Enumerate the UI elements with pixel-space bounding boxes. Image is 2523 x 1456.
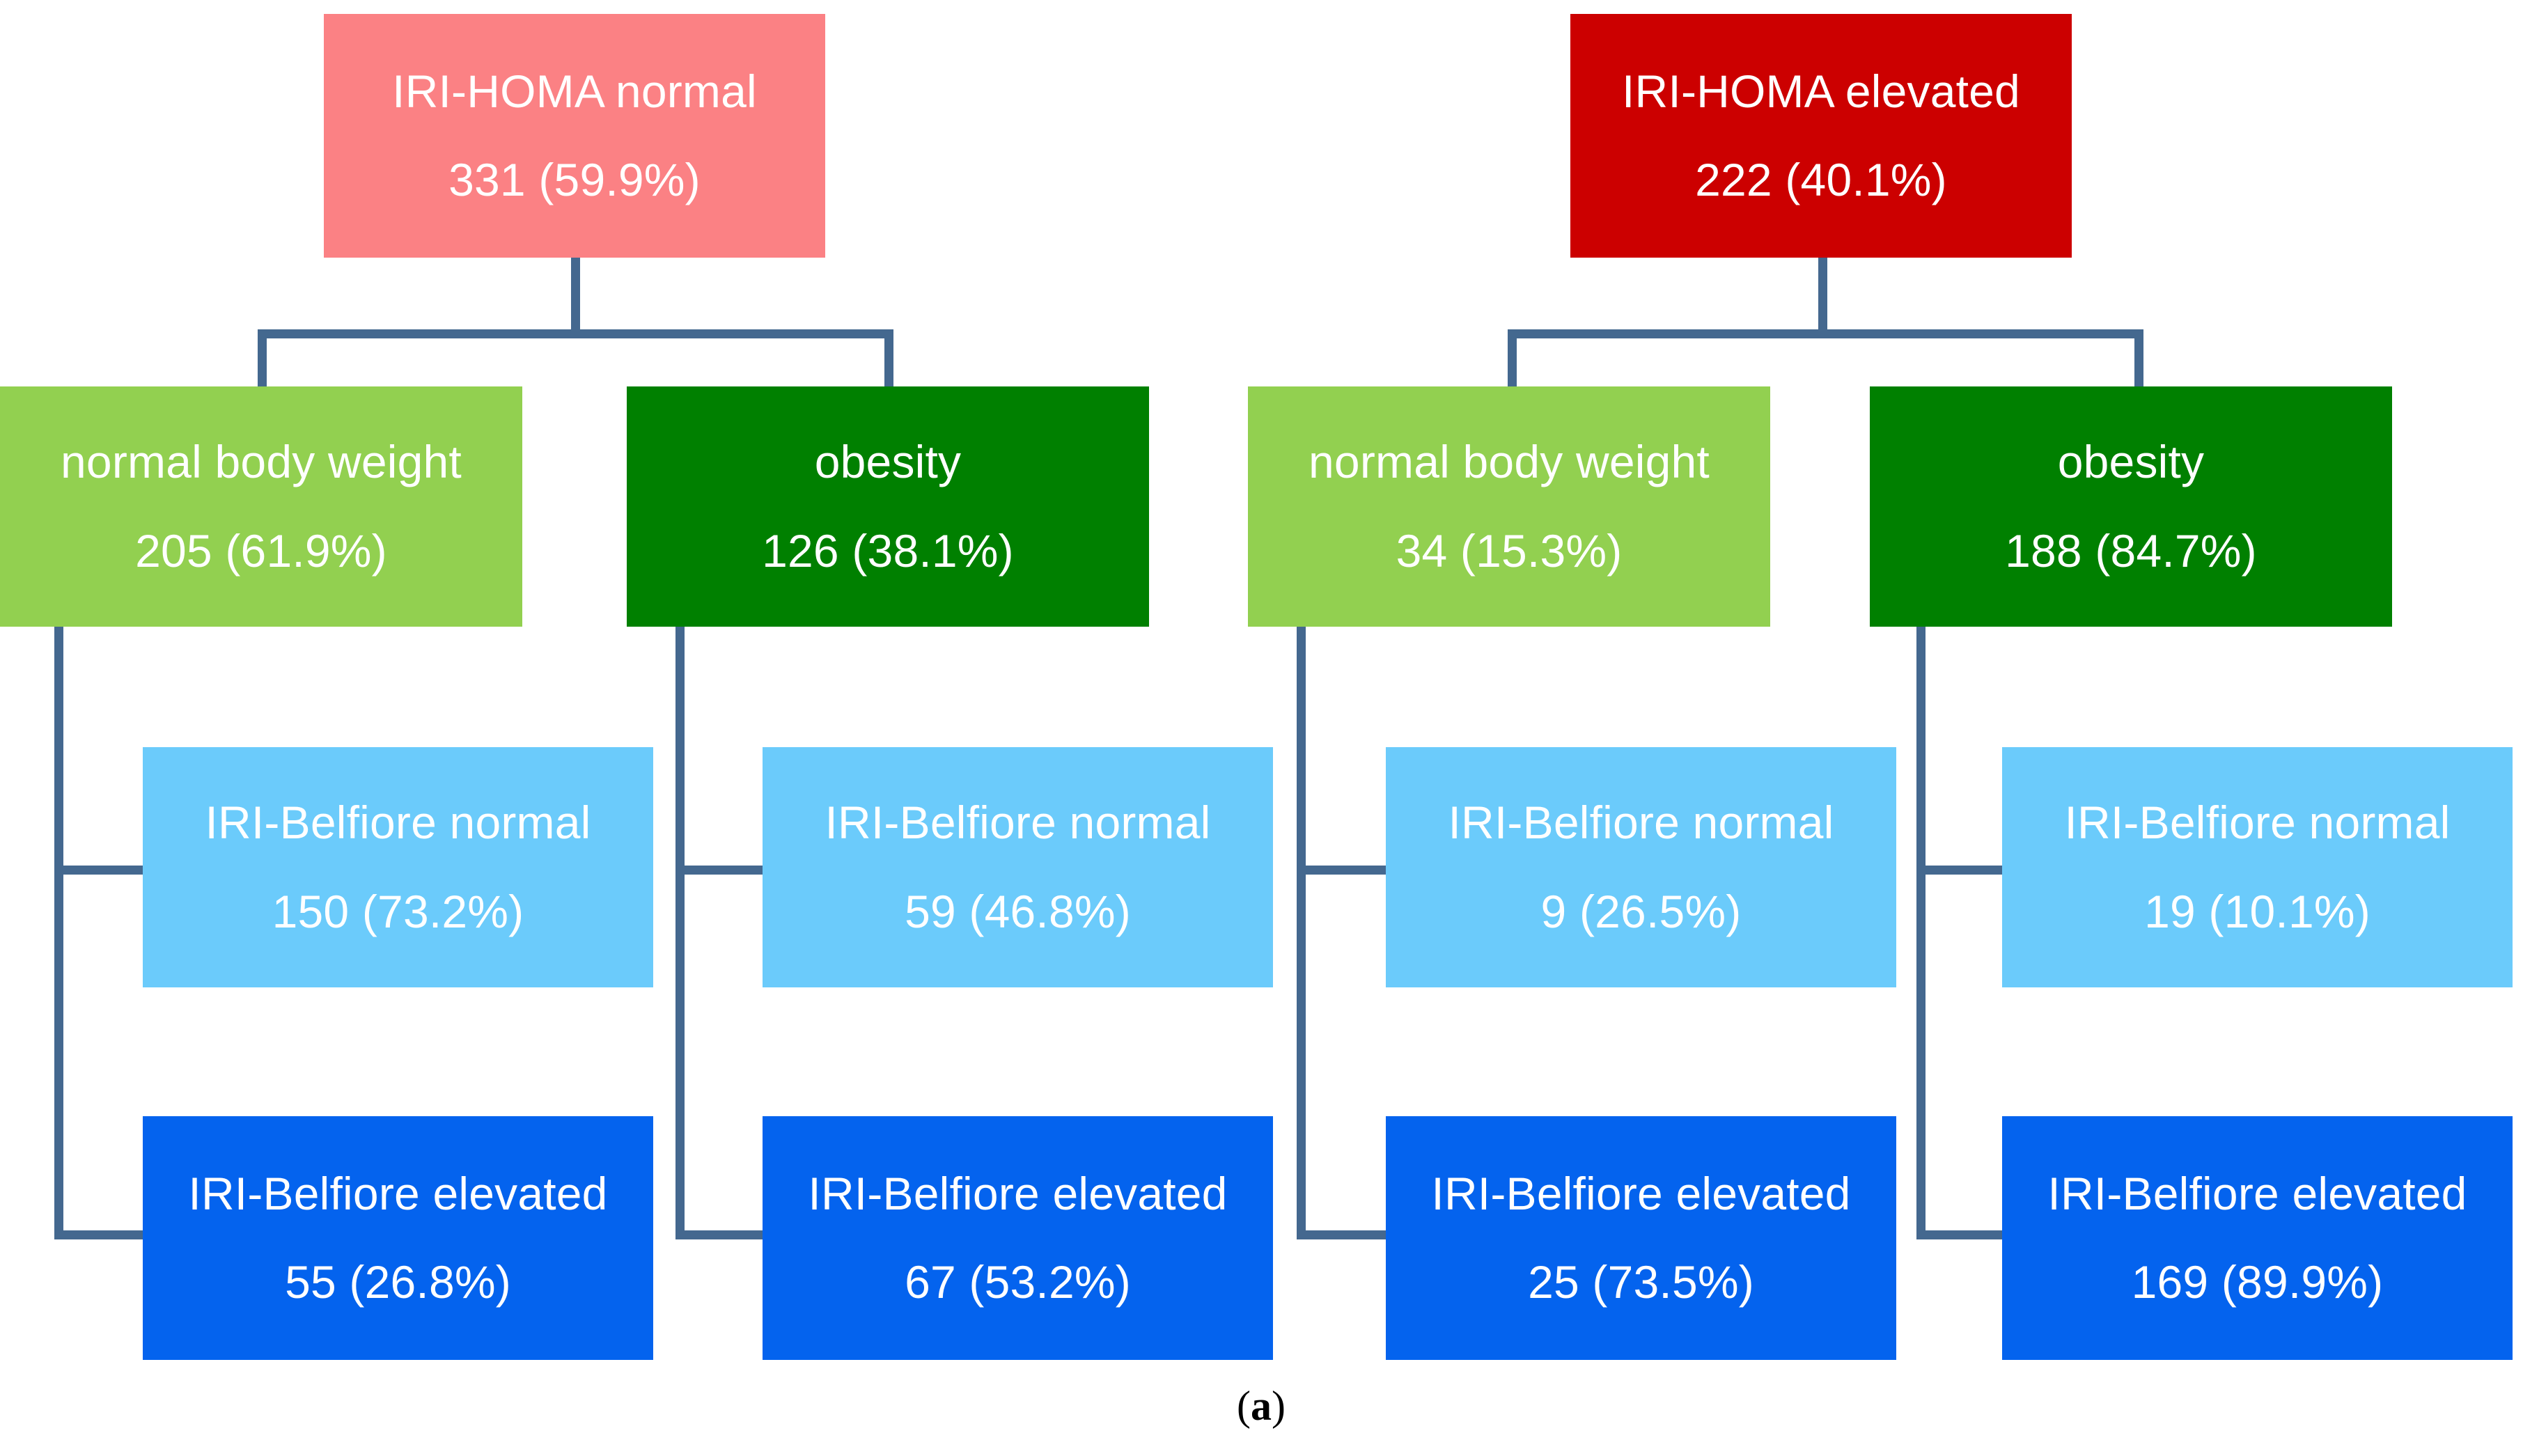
connector-homa-elevated-bar: [1508, 329, 2143, 338]
node-homa-normal-value: 331 (59.9%): [448, 154, 701, 205]
node-belfiore-elevated-3-title: IRI-Belfiore elevated: [1431, 1167, 1851, 1219]
node-homa-elevated-title: IRI-HOMA elevated: [1622, 65, 2020, 117]
connector-nw1-spine: [54, 627, 63, 1239]
connector-ob1-spine: [675, 627, 685, 1239]
node-normal-body-weight-2[interactable]: normal body weight 34 (15.3%): [1248, 386, 1770, 627]
node-normal-body-weight-2-value: 34 (15.3%): [1396, 524, 1623, 577]
node-belfiore-normal-4-value: 19 (10.1%): [2144, 885, 2370, 937]
node-belfiore-elevated-2-title: IRI-Belfiore elevated: [808, 1167, 1228, 1219]
node-normal-body-weight-1[interactable]: normal body weight 205 (61.9%): [0, 386, 522, 627]
node-obesity-2-title: obesity: [2057, 436, 2205, 488]
node-obesity-1[interactable]: obesity 126 (38.1%): [627, 386, 1149, 627]
figure-caption-suffix: ): [1272, 1383, 1286, 1429]
node-obesity-1-value: 126 (38.1%): [762, 524, 1014, 577]
node-belfiore-normal-3-title: IRI-Belfiore normal: [1448, 797, 1834, 849]
node-belfiore-normal-1-title: IRI-Belfiore normal: [205, 797, 591, 849]
connector-homa-elevated-drop-left: [1508, 329, 1517, 386]
node-belfiore-normal-4-title: IRI-Belfiore normal: [2064, 797, 2451, 849]
node-normal-body-weight-2-title: normal body weight: [1309, 436, 1710, 488]
node-normal-body-weight-1-value: 205 (61.9%): [135, 524, 387, 577]
connector-nw2-to-belfiore-elevated: [1297, 1230, 1387, 1239]
figure-caption-letter: a: [1251, 1383, 1272, 1429]
node-belfiore-elevated-2[interactable]: IRI-Belfiore elevated 67 (53.2%): [763, 1116, 1273, 1360]
node-belfiore-elevated-1[interactable]: IRI-Belfiore elevated 55 (26.8%): [143, 1116, 653, 1360]
node-belfiore-elevated-3-value: 25 (73.5%): [1528, 1256, 1754, 1308]
figure-caption: (a): [1087, 1382, 1435, 1430]
connector-homa-normal-stem: [571, 258, 580, 334]
node-belfiore-normal-3-value: 9 (26.5%): [1540, 885, 1742, 937]
node-homa-normal[interactable]: IRI-HOMA normal 331 (59.9%): [324, 14, 825, 258]
node-obesity-2-value: 188 (84.7%): [2005, 524, 2257, 577]
connector-nw2-to-belfiore-normal: [1297, 866, 1387, 875]
connector-homa-normal-drop-left: [258, 329, 267, 386]
node-homa-normal-title: IRI-HOMA normal: [392, 65, 757, 117]
node-belfiore-elevated-4-value: 169 (89.9%): [2131, 1256, 2384, 1308]
node-obesity-2[interactable]: obesity 188 (84.7%): [1870, 386, 2392, 627]
connector-homa-elevated-drop-right: [2134, 329, 2143, 386]
node-belfiore-normal-2-title: IRI-Belfiore normal: [825, 797, 1211, 849]
node-belfiore-elevated-1-title: IRI-Belfiore elevated: [188, 1167, 608, 1219]
connector-nw1-to-belfiore-normal: [54, 866, 143, 875]
node-belfiore-normal-1-value: 150 (73.2%): [272, 885, 524, 937]
figure-caption-prefix: (: [1237, 1383, 1251, 1429]
node-belfiore-normal-2[interactable]: IRI-Belfiore normal 59 (46.8%): [763, 747, 1273, 987]
connector-ob2-to-belfiore-elevated: [1916, 1230, 2003, 1239]
connector-ob1-to-belfiore-normal: [675, 866, 763, 875]
node-belfiore-elevated-3[interactable]: IRI-Belfiore elevated 25 (73.5%): [1386, 1116, 1896, 1360]
node-obesity-1-title: obesity: [814, 436, 962, 488]
node-belfiore-normal-1[interactable]: IRI-Belfiore normal 150 (73.2%): [143, 747, 653, 987]
connector-homa-elevated-stem: [1818, 258, 1827, 334]
connector-homa-normal-bar: [258, 329, 893, 338]
node-belfiore-normal-3[interactable]: IRI-Belfiore normal 9 (26.5%): [1386, 747, 1896, 987]
node-normal-body-weight-1-title: normal body weight: [61, 436, 462, 488]
node-belfiore-elevated-1-value: 55 (26.8%): [285, 1256, 511, 1308]
connector-nw1-to-belfiore-elevated: [54, 1230, 143, 1239]
node-belfiore-normal-4[interactable]: IRI-Belfiore normal 19 (10.1%): [2002, 747, 2513, 987]
node-homa-elevated[interactable]: IRI-HOMA elevated 222 (40.1%): [1570, 14, 2072, 258]
node-homa-elevated-value: 222 (40.1%): [1695, 154, 1947, 205]
connector-ob2-to-belfiore-normal: [1916, 866, 2003, 875]
node-belfiore-elevated-4[interactable]: IRI-Belfiore elevated 169 (89.9%): [2002, 1116, 2513, 1360]
node-belfiore-normal-2-value: 59 (46.8%): [905, 885, 1131, 937]
connector-homa-normal-drop-right: [884, 329, 893, 386]
node-belfiore-elevated-2-value: 67 (53.2%): [905, 1256, 1131, 1308]
node-belfiore-elevated-4-title: IRI-Belfiore elevated: [2047, 1167, 2467, 1219]
connector-nw2-spine: [1297, 627, 1306, 1239]
connector-ob2-spine: [1916, 627, 1926, 1239]
connector-ob1-to-belfiore-elevated: [675, 1230, 763, 1239]
